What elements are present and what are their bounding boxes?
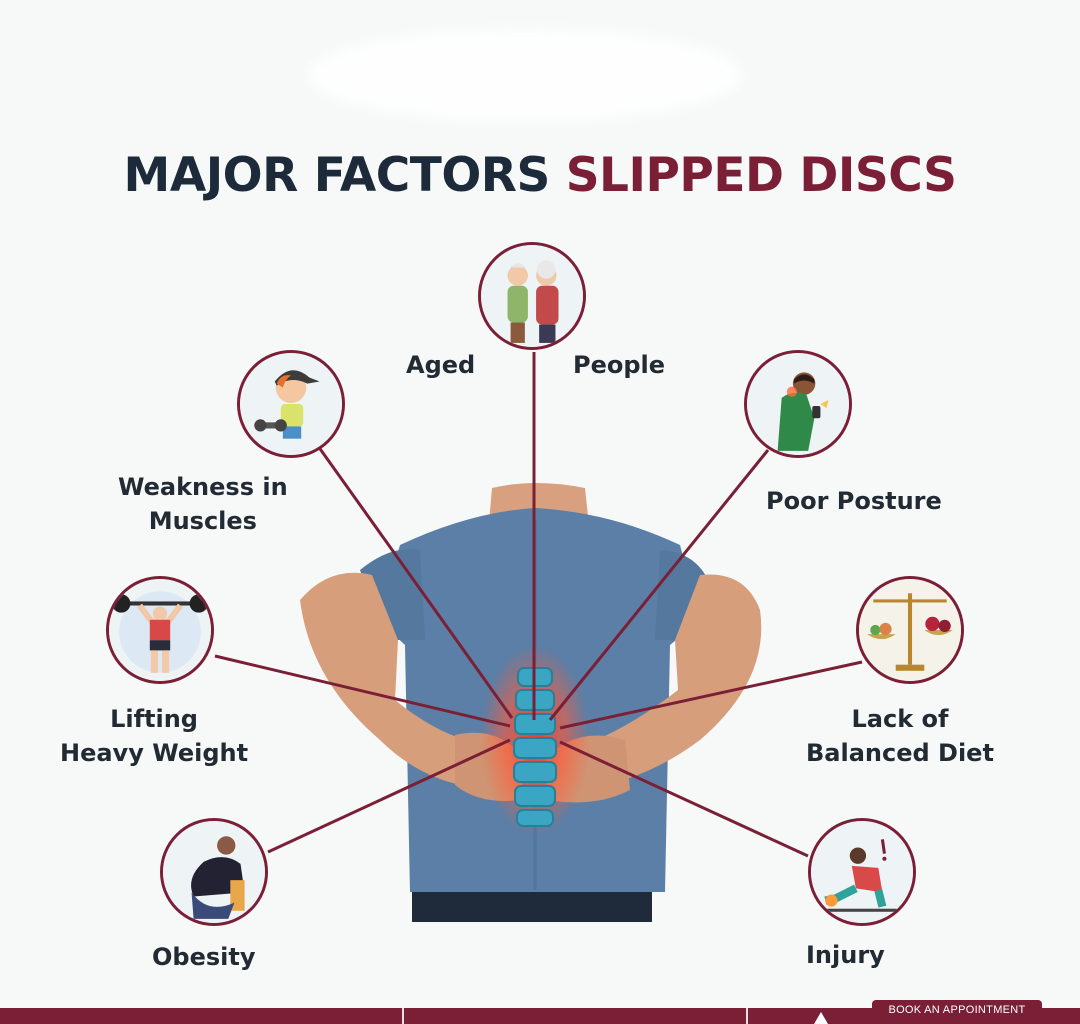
label-diet: Lack of Balanced Diet [806, 702, 994, 770]
label-aged: Aged [406, 351, 476, 379]
book-appointment-button[interactable]: BOOK AN APPOINTMENT [872, 1000, 1042, 1018]
footer-separator [402, 1008, 404, 1024]
footer-bar [0, 1008, 1080, 1024]
hunched-phone-user-icon [747, 353, 849, 455]
label-weakness-line1: Weakness in [118, 473, 288, 501]
title-part-accent: SLIPPED DISCS [565, 148, 957, 203]
obesity-circle [160, 818, 268, 926]
posture-circle [744, 350, 852, 458]
weightlifter-icon [109, 579, 211, 681]
footer-separator [746, 1008, 748, 1024]
title-part-main: MAJOR FACTORS [123, 148, 551, 203]
label-injury: Injury [806, 941, 885, 969]
label-diet-line1: Lack of [851, 705, 949, 733]
aged-people-circle [478, 242, 586, 350]
label-diet-line2: Balanced Diet [806, 739, 994, 767]
label-obesity: Obesity [152, 943, 256, 971]
label-lifting: Lifting Heavy Weight [60, 702, 248, 770]
phone-icon [814, 1012, 828, 1024]
runner-ankle-injury-icon [811, 821, 913, 923]
elderly-couple-icon [481, 245, 583, 347]
label-lifting-line1: Lifting [110, 705, 198, 733]
blurred-logo-area [310, 30, 740, 120]
weak-boy-dumbbell-icon [240, 353, 342, 455]
lifting-circle [106, 576, 214, 684]
balance-scale-food-icon [859, 579, 961, 681]
obese-person-icon [163, 821, 265, 923]
label-weakness: Weakness in Muscles [118, 470, 288, 538]
diet-circle [856, 576, 964, 684]
weakness-circle [237, 350, 345, 458]
injury-circle [808, 818, 916, 926]
label-poor-posture: Poor Posture [766, 487, 942, 515]
label-people: People [573, 351, 666, 379]
label-lifting-line2: Heavy Weight [60, 739, 249, 767]
label-weakness-line2: Muscles [148, 507, 257, 535]
page-title: MAJOR FACTORS SLIPPED DISCS [0, 148, 1080, 203]
